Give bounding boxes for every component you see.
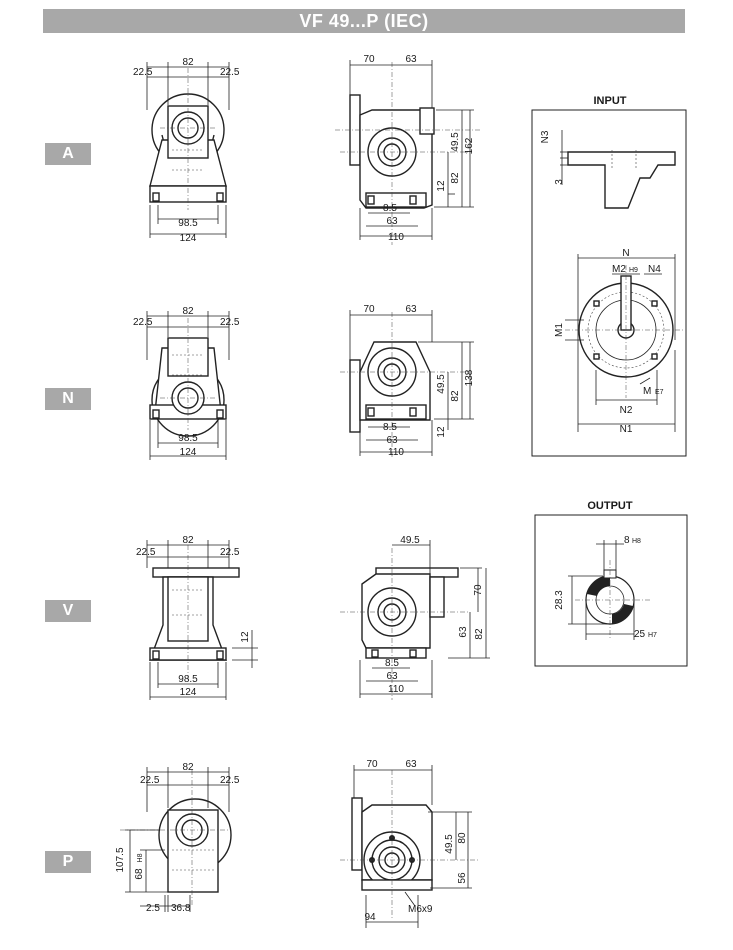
dim-input-n3: N3 (540, 130, 551, 143)
dim-output-28-3: 28.3 (554, 590, 565, 610)
dim-output-25: 25 (634, 629, 646, 640)
dim-input-m1: M1 (554, 323, 565, 337)
dim-n-side-63: 63 (405, 304, 417, 315)
dim-p-82: 82 (182, 762, 194, 773)
dim-a-side-82: 82 (450, 172, 461, 184)
dim-input-n: N (622, 248, 629, 259)
dim-v-side-49-5: 49.5 (400, 535, 420, 546)
dim-n-side-8-5: 8.5 (383, 422, 397, 433)
dim-p-68-h8: H8 (137, 853, 144, 862)
dim-p-22-5-right: 22.5 (220, 775, 240, 786)
dim-n-side-12: 12 (436, 426, 447, 438)
dim-a-82: 82 (182, 57, 194, 68)
mount-tag-v: V (45, 600, 91, 622)
dim-n-82: 82 (182, 306, 194, 317)
dim-p-side-70: 70 (366, 759, 378, 770)
dim-v-side-70: 70 (473, 584, 484, 596)
dim-input-m: M (643, 386, 651, 397)
output-bore-detail (568, 540, 650, 640)
input-title: INPUT (594, 95, 627, 107)
view-a-front (146, 62, 230, 238)
dim-p-side-49-5: 49.5 (444, 834, 455, 854)
input-flange-detail (560, 130, 676, 209)
dim-v-side-63: 63 (458, 626, 469, 638)
dim-a-side-8-5: 8.5 (383, 203, 397, 214)
mount-tag-a: A (45, 143, 91, 165)
input-flange-face (565, 254, 685, 432)
dim-n-22-5-left: 22.5 (133, 317, 153, 328)
view-v-front (146, 540, 258, 700)
dim-a-22-5-left: 22.5 (133, 67, 153, 78)
dim-v-98-5: 98.5 (178, 674, 198, 685)
dim-p-107-5: 107.5 (115, 847, 126, 872)
view-n-front (146, 311, 230, 460)
dim-p-36-8: 36.8 (171, 903, 191, 914)
mount-tag-p: P (45, 851, 91, 873)
view-v-side (340, 540, 490, 700)
dim-v-side-8-5: 8.5 (385, 658, 399, 669)
dim-a-side-63: 63 (405, 54, 417, 65)
dim-output-h8: H8 (632, 538, 641, 545)
dim-p-68: 68 (134, 868, 145, 880)
dim-a-side-12: 12 (436, 180, 447, 192)
output-title: OUTPUT (587, 500, 633, 512)
dim-n-98-5: 98.5 (178, 433, 198, 444)
output-box (534, 514, 688, 667)
dim-v-side-63b: 63 (386, 671, 398, 682)
dim-a-side-162: 162 (464, 137, 475, 154)
dim-n-124: 124 (180, 447, 197, 458)
dim-v-22-5-left: 22.5 (136, 547, 156, 558)
dim-v-124: 124 (180, 687, 197, 698)
dim-output-h7: H7 (648, 632, 657, 639)
dim-input-h9: H9 (629, 267, 638, 274)
dim-v-side-82: 82 (474, 628, 485, 640)
view-a-side (335, 60, 480, 245)
dim-p-side-94: 94 (364, 912, 376, 923)
dim-a-side-63b: 63 (386, 216, 398, 227)
dim-n-side-110: 110 (388, 447, 404, 458)
dim-n-side-82: 82 (450, 390, 461, 402)
dim-input-n2: N2 (620, 405, 633, 416)
page-title: VF 49...P (IEC) (43, 9, 685, 33)
dim-input-e7: E7 (655, 389, 664, 396)
mount-tag-n: N (45, 388, 91, 410)
dim-v-side-110: 110 (388, 684, 404, 695)
dim-v-82: 82 (182, 535, 194, 546)
dim-n-22-5-right: 22.5 (220, 317, 240, 328)
dim-a-side-110: 110 (388, 232, 404, 243)
view-p-front (120, 767, 232, 912)
dim-v-22-5-right: 22.5 (220, 547, 240, 558)
view-n-side (340, 310, 474, 458)
dim-input-3: 3 (554, 179, 565, 185)
input-box (531, 109, 687, 457)
dim-a-124: 124 (180, 233, 197, 244)
dim-p-side-m6x9: M6x9 (408, 904, 433, 915)
dim-p-2-5: 2.5 (146, 903, 160, 914)
dim-input-n4: N4 (648, 264, 661, 275)
dim-a-side-70: 70 (363, 54, 375, 65)
dim-input-n1: N1 (620, 424, 633, 435)
view-p-side (340, 765, 480, 928)
dim-p-22-5-left: 22.5 (140, 775, 160, 786)
dim-input-m2: M2 (612, 264, 626, 275)
dim-a-98-5: 98.5 (178, 218, 198, 229)
dim-n-side-49-5: 49.5 (436, 374, 447, 394)
dim-output-8: 8 (624, 535, 630, 546)
dim-p-side-80: 80 (457, 832, 468, 844)
dim-p-side-56: 56 (457, 872, 468, 884)
dim-p-side-63: 63 (405, 759, 417, 770)
dim-n-side-70: 70 (363, 304, 375, 315)
dim-v-12: 12 (240, 631, 251, 643)
dim-n-side-138: 138 (464, 369, 475, 386)
dim-n-side-63b: 63 (386, 435, 398, 446)
dim-a-side-49-5: 49.5 (450, 132, 461, 152)
dim-a-22-5-right: 22.5 (220, 67, 240, 78)
